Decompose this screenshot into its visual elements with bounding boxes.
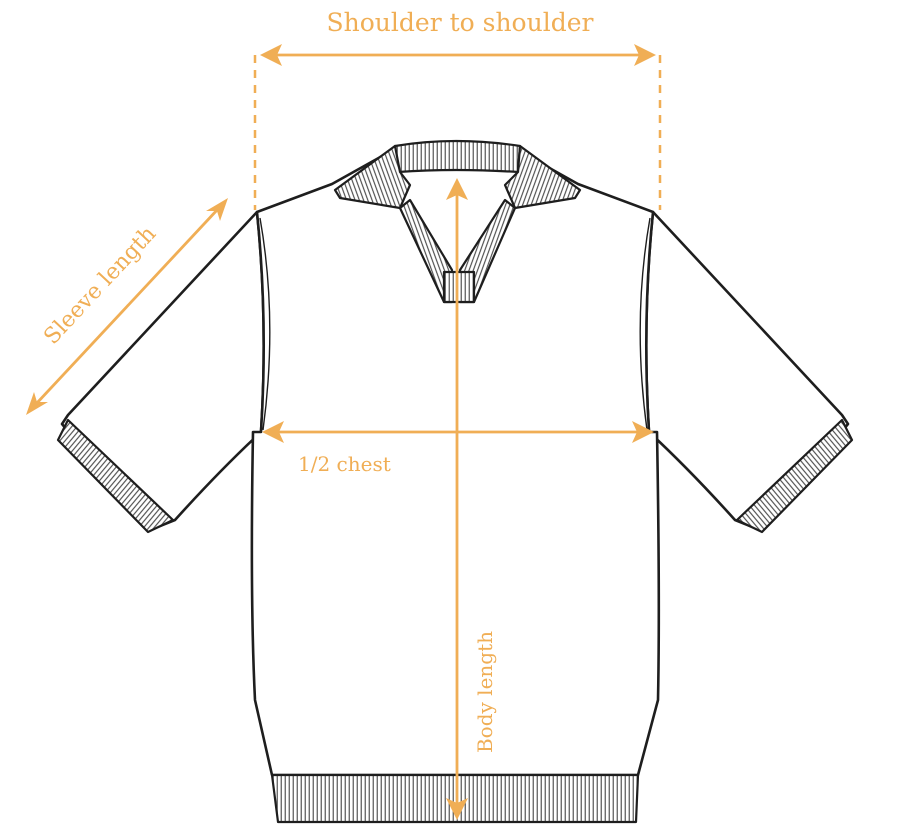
- hem-band: [270, 773, 640, 824]
- body-arrowhead-top: [446, 178, 468, 200]
- left-armhole-seam: [259, 217, 271, 431]
- sleeve-arrowhead-top: [206, 198, 228, 221]
- shoulder-arrowhead-left: [260, 44, 282, 66]
- left-sleeve-cuff: [56, 418, 175, 534]
- placket-bottom: [442, 270, 476, 304]
- right-armhole-seam: [639, 217, 651, 431]
- shoulder-label: Shoulder to shoulder: [327, 8, 594, 37]
- collar-back: [393, 139, 522, 174]
- left-sleeve: [60, 210, 266, 532]
- body-arrowhead-bottom: [446, 798, 468, 820]
- chest-arrowhead-left: [262, 421, 284, 443]
- sleeve-arrow-line: [34, 208, 220, 405]
- polo-shirt-illustration: [56, 139, 854, 824]
- right-sleeve: [644, 210, 850, 532]
- shirt-body: [250, 144, 661, 777]
- sleeve-label: Sleeve length: [39, 221, 161, 349]
- body-length-label: Body length: [473, 631, 497, 753]
- right-sleeve-cuff: [735, 418, 854, 534]
- sleeve-arrowhead-bottom: [26, 392, 48, 415]
- chest-label: 1/2 chest: [298, 452, 391, 476]
- chest-arrowhead-right: [632, 421, 654, 443]
- shoulder-arrowhead-right: [634, 44, 656, 66]
